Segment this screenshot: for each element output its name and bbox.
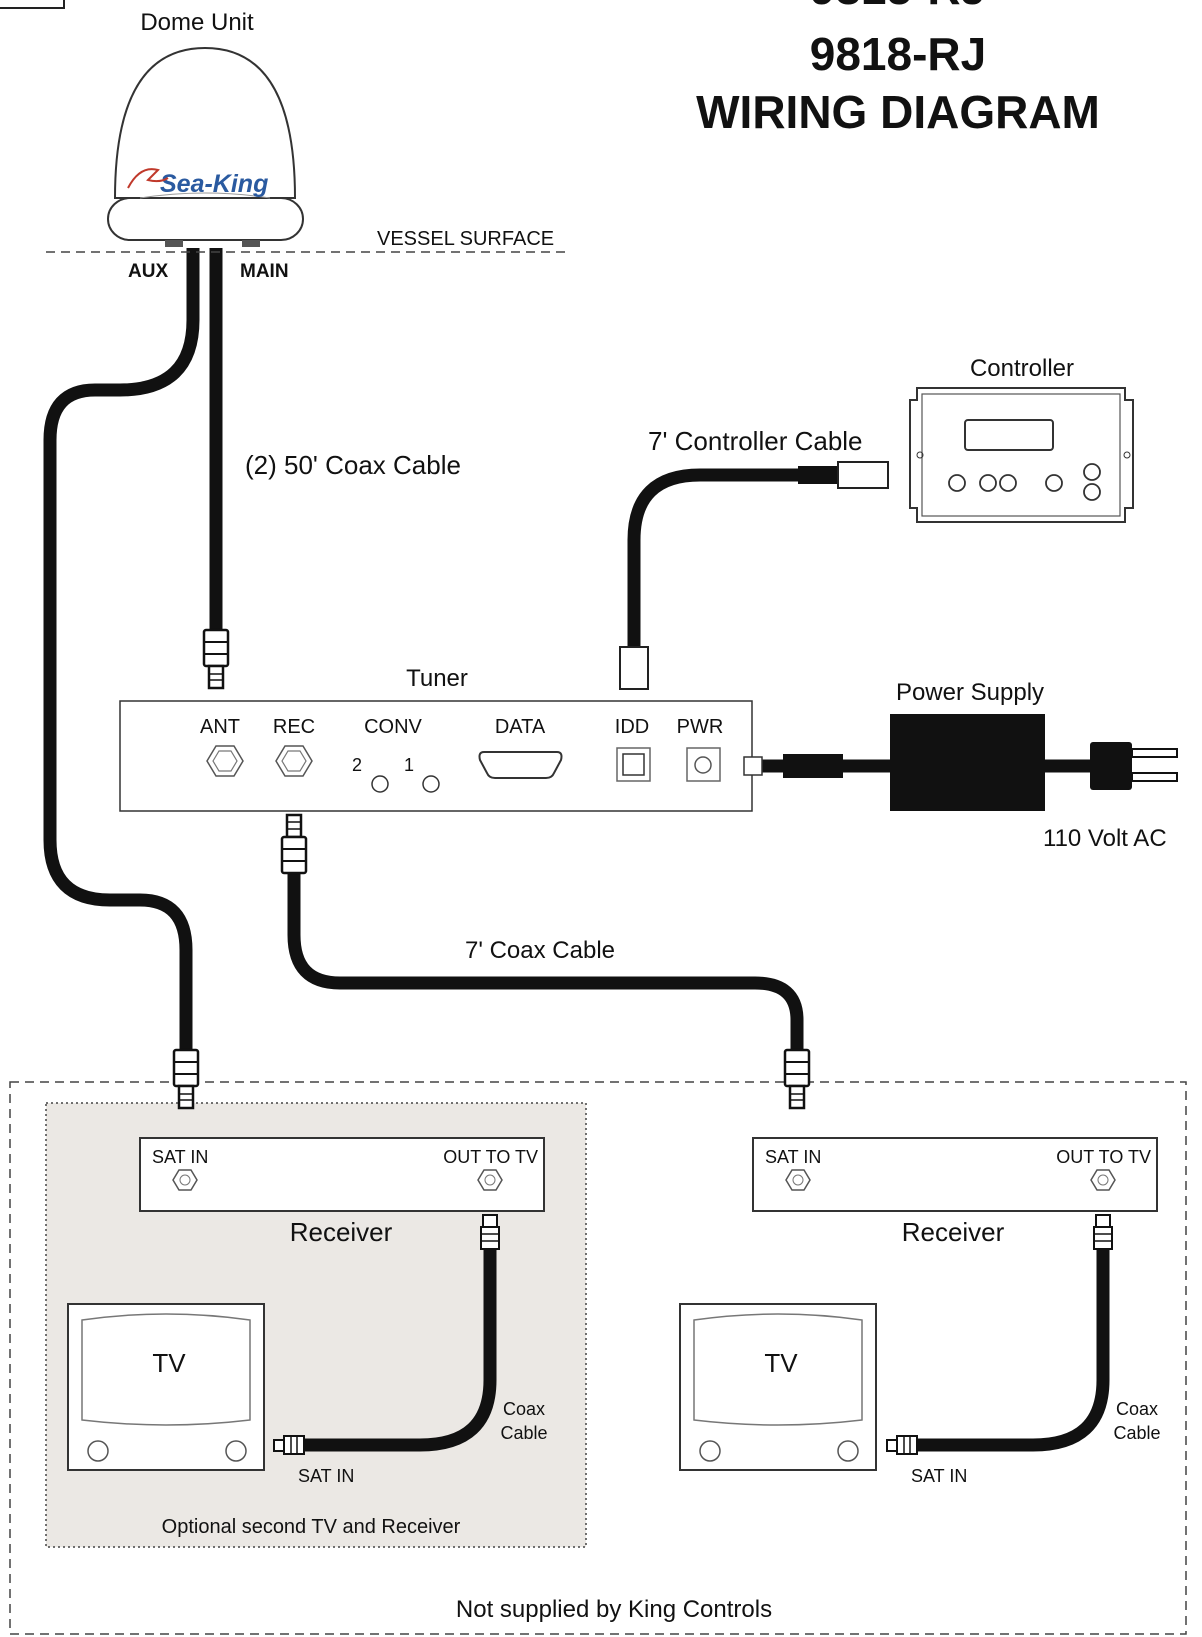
tuner-unit: ANT REC CONV DATA IDD PWR 2 1 bbox=[119, 700, 763, 812]
tv-coax-connector-right-bottom bbox=[886, 1435, 918, 1455]
pwr-port bbox=[686, 747, 721, 782]
dome-brand: Sea-King bbox=[160, 170, 268, 198]
vessel-surface-label: VESSEL SURFACE bbox=[377, 228, 554, 250]
receiver-right-label: Receiver bbox=[902, 1217, 1005, 1247]
voltage-label: 110 Volt AC bbox=[1043, 825, 1167, 852]
port-data-label: DATA bbox=[495, 716, 546, 738]
main-label: MAIN bbox=[240, 261, 289, 282]
corner-frame bbox=[0, 0, 65, 9]
tv-left-label: TV bbox=[152, 1348, 186, 1378]
tv-right-coax-line1: Coax bbox=[1116, 1399, 1158, 1419]
controller-plug bbox=[619, 461, 889, 690]
tuner-coax-label: 7' Coax Cable bbox=[465, 937, 615, 964]
aux-receiver-f-connector bbox=[172, 1048, 200, 1110]
port-ant-label: ANT bbox=[200, 716, 240, 738]
dome-unit: Sea-King bbox=[107, 46, 304, 247]
sea-king-logo: Sea-King bbox=[127, 168, 268, 198]
receiver-right-out-to-tv: OUT TO TV bbox=[1056, 1147, 1151, 1167]
optional-note: Optional second TV and Receiver bbox=[162, 1516, 461, 1538]
controller-unit bbox=[909, 387, 1134, 523]
controller-cable bbox=[627, 468, 800, 660]
data-port bbox=[478, 751, 563, 779]
conv-2-label: 2 bbox=[352, 755, 362, 775]
receiver-right-sat-in: SAT IN bbox=[765, 1147, 821, 1167]
dome-label: Dome Unit bbox=[140, 9, 254, 36]
tv-left-coax-line2: Cable bbox=[500, 1423, 547, 1443]
tv-coax-connector-left-bottom bbox=[273, 1435, 305, 1455]
port-rec-label: REC bbox=[273, 716, 315, 738]
not-supplied-note: Not supplied by King Controls bbox=[456, 1596, 772, 1623]
tv-right-label: TV bbox=[764, 1348, 798, 1378]
power-supply-brick bbox=[890, 714, 1045, 811]
power-supply-label: Power Supply bbox=[896, 679, 1044, 706]
port-idd-label: IDD bbox=[615, 716, 649, 738]
title-line1: 9815-RJ bbox=[810, 0, 986, 14]
tv-right-coax-line2: Cable bbox=[1113, 1423, 1160, 1443]
port-conv-label: CONV bbox=[364, 716, 422, 738]
tv-coax-connector-left-top bbox=[480, 1214, 500, 1250]
power-cord-strain bbox=[783, 754, 843, 778]
tv-right: TV bbox=[679, 1303, 877, 1471]
main-coax-label: (2) 50' Coax Cable bbox=[245, 450, 461, 480]
tv-right-sat-in: SAT IN bbox=[911, 1466, 967, 1486]
rec-f-connector bbox=[280, 813, 308, 875]
receiver-left: SAT IN OUT TO TV bbox=[139, 1137, 545, 1212]
receiver-left-sat-in: SAT IN bbox=[152, 1147, 208, 1167]
aux-coax-cable bbox=[43, 248, 200, 1050]
port-pwr-label: PWR bbox=[677, 716, 724, 738]
main-receiver-f-connector bbox=[783, 1048, 811, 1110]
tv-coax-cable-right bbox=[913, 1240, 1110, 1452]
tv-left: TV bbox=[67, 1303, 265, 1471]
rec-port bbox=[275, 745, 313, 777]
ac-plug bbox=[1090, 742, 1178, 790]
tv-coax-cable-left bbox=[300, 1240, 497, 1452]
conv-1-port bbox=[422, 775, 440, 793]
tv-left-coax-line1: Coax bbox=[503, 1399, 545, 1419]
tv-coax-connector-right-top bbox=[1093, 1214, 1113, 1250]
title-line3: WIRING DIAGRAM bbox=[696, 86, 1100, 138]
ant-f-connector bbox=[202, 628, 230, 690]
aux-label: AUX bbox=[128, 261, 168, 282]
controller-label: Controller bbox=[970, 355, 1074, 382]
not-supplied-region bbox=[9, 1081, 1187, 1635]
conv-1-label: 1 bbox=[404, 755, 414, 775]
receiver-left-out-to-tv: OUT TO TV bbox=[443, 1147, 538, 1167]
tuner-coax-cable bbox=[287, 870, 804, 1050]
conv-2-port bbox=[371, 775, 389, 793]
receiver-left-label: Receiver bbox=[290, 1217, 393, 1247]
controller-cable-label: 7' Controller Cable bbox=[648, 426, 863, 456]
idd-port bbox=[616, 747, 651, 782]
receiver-right: SAT IN OUT TO TV bbox=[752, 1137, 1158, 1212]
title-line2: 9818-RJ bbox=[810, 28, 986, 80]
ant-port bbox=[206, 745, 244, 777]
tuner-label: Tuner bbox=[406, 665, 468, 692]
tv-left-sat-in: SAT IN bbox=[298, 1466, 354, 1486]
